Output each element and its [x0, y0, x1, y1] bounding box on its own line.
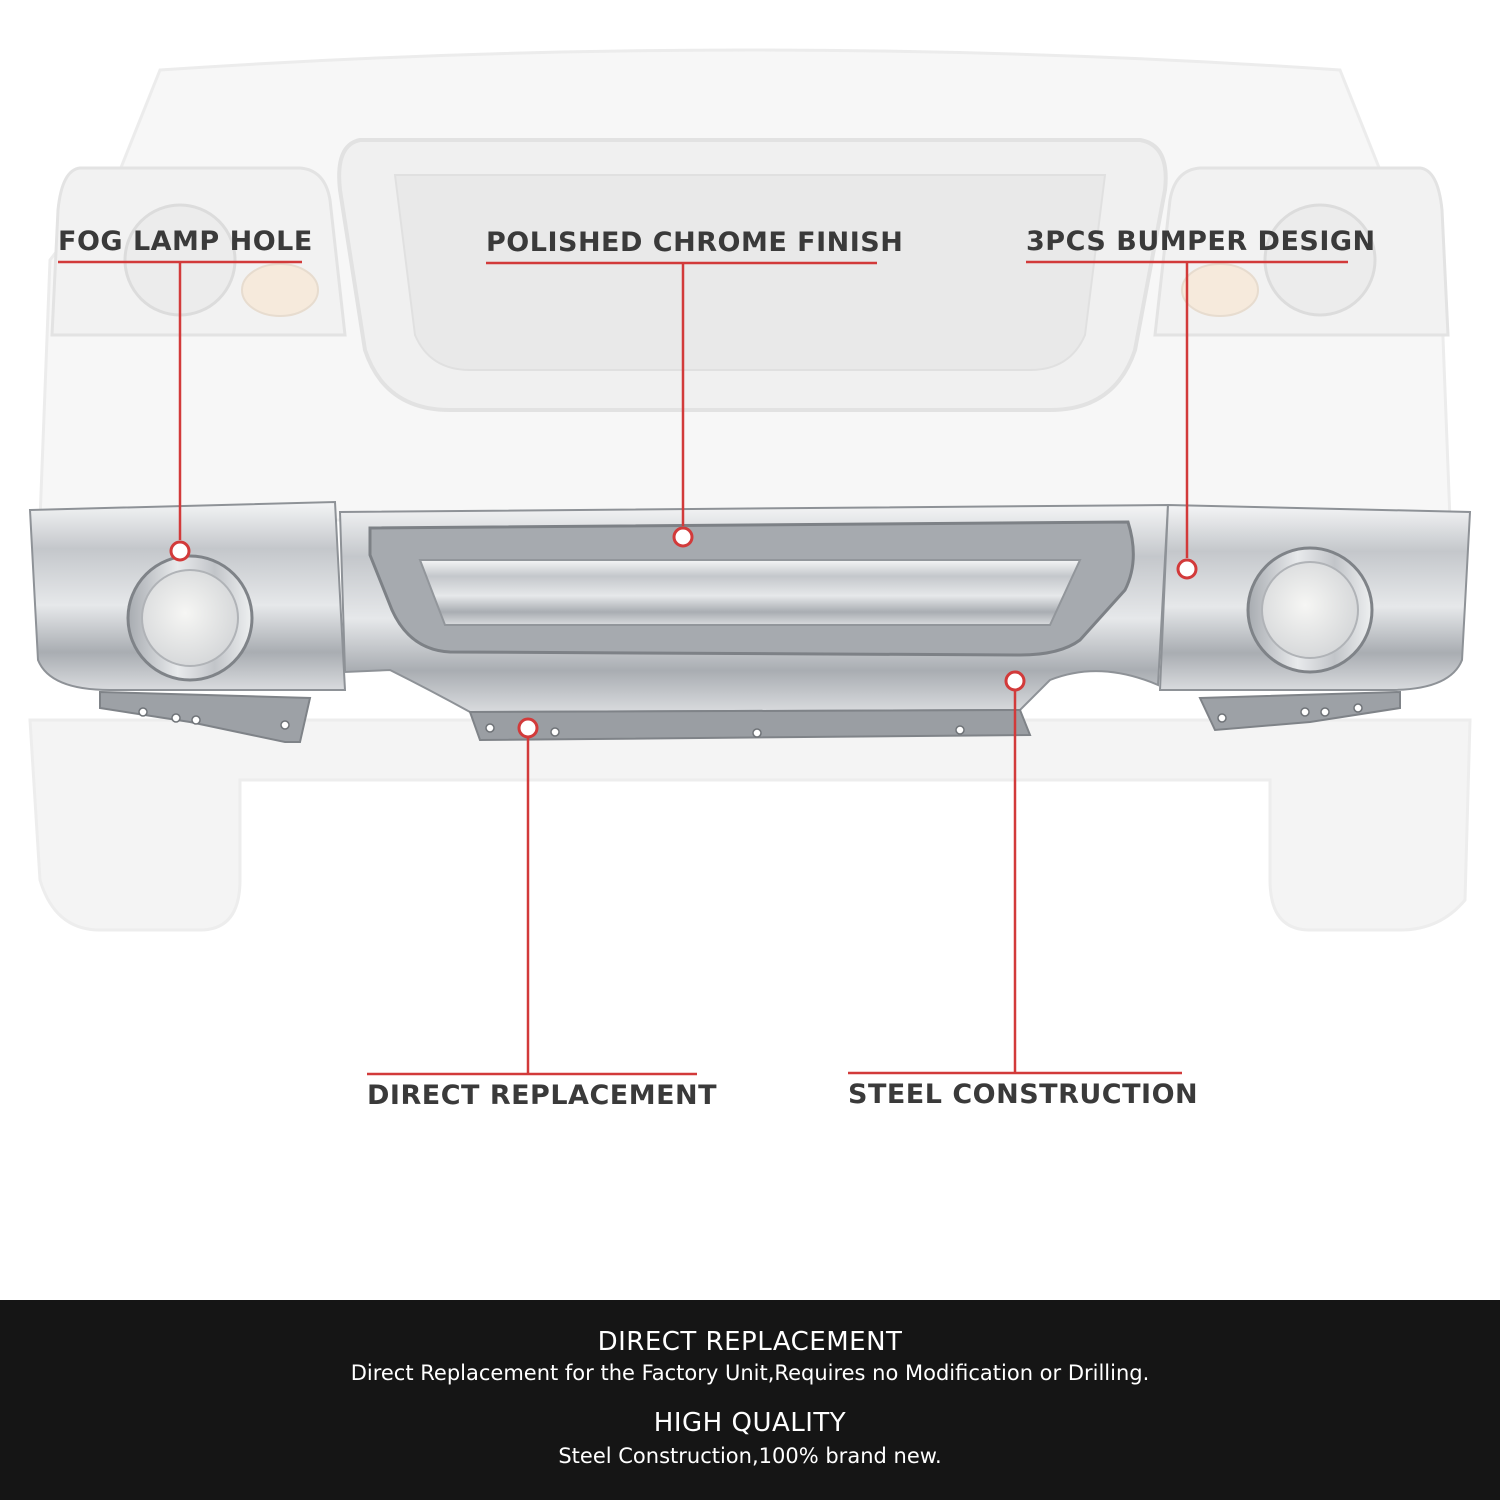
feature-text-direct-replacement: Direct Replacement for the Factory Unit,…	[350, 1361, 1150, 1385]
bumper-diagram	[28, 48, 1472, 1076]
bumper-right-piece	[1158, 503, 1472, 732]
feature-text-high-quality: Steel Construction,100% brand new.	[558, 1444, 942, 1468]
marker-fog-lamp-hole	[169, 540, 191, 562]
grille	[337, 138, 1168, 412]
right-headlight	[1153, 166, 1450, 337]
left-headlight	[50, 166, 347, 337]
callout-markers	[169, 526, 1198, 739]
feature-footer: DIRECT REPLACEMENT Direct Replacement fo…	[0, 1300, 1500, 1500]
bumper-center-piece	[338, 503, 1170, 742]
feature-title-direct-replacement: DIRECT REPLACEMENT	[597, 1327, 903, 1357]
callout-3pcs-bumper-design: 3PCS BUMPER DESIGN	[1026, 226, 1376, 257]
marker-polished-chrome-finish	[672, 526, 694, 548]
callout-steel-construction: STEEL CONSTRUCTION	[848, 1079, 1199, 1110]
product-illustration: FOG LAMP HOLE POLISHED CHROME FINISH 3PC…	[28, 48, 1472, 1111]
callout-fog-lamp-hole: FOG LAMP HOLE	[58, 226, 313, 257]
marker-direct-replacement	[517, 717, 539, 739]
feature-title-high-quality: HIGH QUALITY	[653, 1408, 847, 1438]
marker-3pcs-bumper-design	[1176, 558, 1198, 580]
bumper-left-piece	[28, 500, 347, 743]
callout-leaders	[58, 260, 1348, 1076]
marker-steel-construction	[1004, 670, 1026, 692]
callout-direct-replacement: DIRECT REPLACEMENT	[367, 1080, 718, 1111]
mounting-holes	[138, 703, 1363, 738]
callout-polished-chrome-finish: POLISHED CHROME FINISH	[486, 227, 904, 258]
